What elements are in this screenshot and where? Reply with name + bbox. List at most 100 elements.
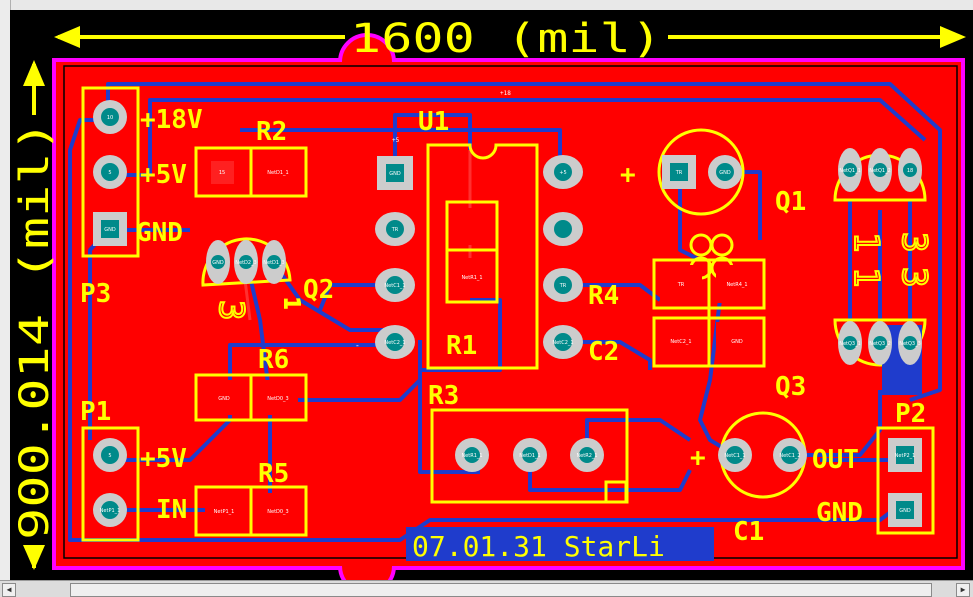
svg-text:NetR4_1: NetR4_1 (726, 282, 747, 288)
svg-text:NetD0_3: NetD0_3 (267, 509, 289, 515)
u1-designator: U1 (418, 107, 449, 137)
p3-designator: P3 (80, 279, 111, 309)
p1-designator: P1 (80, 397, 111, 427)
svg-text:NetC2_1: NetC2_1 (384, 340, 405, 346)
q3-pads[interactable]: NetQ3_1 NetQ3_2 NetQ3_3 (838, 321, 922, 395)
r4-pads[interactable]: TR NetR4_1 (660, 265, 758, 303)
svg-text:GND: GND (218, 396, 230, 402)
svg-text:TR: TR (675, 170, 683, 176)
p2-designator: P2 (895, 399, 926, 429)
q2-designator: Q2 (303, 275, 334, 305)
dimension-height: 900.014 (mil) (12, 60, 58, 570)
c1-plus: + (690, 443, 706, 473)
svg-text:NetC1_1: NetC1_1 (384, 283, 405, 289)
q1-designator: Q1 (775, 187, 806, 217)
r5-designator: R5 (258, 459, 289, 489)
r6-pads[interactable]: GND NetD0_3 (205, 380, 298, 415)
c3-pads[interactable]: TR GND (662, 155, 742, 189)
svg-text:NetC1_2: NetC1_2 (779, 453, 800, 459)
r1-designator: R1 (446, 331, 477, 361)
svg-text:NetR1_1: NetR1_1 (461, 275, 482, 281)
svg-text:NetQ1_2: NetQ1_2 (869, 168, 891, 174)
net-tag-5: +5 (392, 137, 400, 144)
q3-designator: Q3 (775, 372, 806, 402)
q1-pin-3: 3 (894, 232, 934, 252)
p1-label-5v: +5V (140, 444, 187, 474)
net-tag-minus: - (355, 341, 360, 350)
svg-text:NetD2_3: NetD2_3 (235, 260, 257, 266)
p2-label-gnd: GND (816, 498, 863, 528)
svg-text:NetP1_1: NetP1_1 (100, 508, 121, 514)
p3-label-gnd: GND (136, 218, 183, 248)
svg-text:TR: TR (391, 227, 399, 233)
svg-text:NetP1_1: NetP1_1 (214, 509, 235, 515)
svg-text:NetD0_3: NetD0_3 (267, 396, 289, 402)
svg-text:GND: GND (104, 227, 116, 233)
c2-pads[interactable]: NetC2_1 GND (660, 322, 758, 360)
svg-text:NetC2_1: NetC2_1 (552, 340, 573, 346)
toolbar-strip (0, 0, 973, 10)
p1-label-in: IN (156, 495, 187, 525)
r6-designator: R6 (258, 345, 289, 375)
svg-text:+5: +5 (559, 170, 566, 176)
p2-pads[interactable]: NetP2_1 GND (888, 438, 922, 527)
q1-pin-1: 1 (846, 232, 886, 252)
svg-text:GND: GND (719, 170, 731, 176)
svg-text:5: 5 (108, 453, 111, 459)
width-dimension-text: 1600 (mil) (350, 16, 662, 62)
svg-text:NetQ3_1: NetQ3_1 (839, 341, 861, 347)
svg-text:GND: GND (212, 260, 224, 266)
svg-text:5: 5 (108, 170, 111, 176)
q3-pin-3: 3 (894, 267, 934, 287)
svg-text:NetR2_1: NetR2_1 (576, 453, 597, 459)
r3-pads[interactable]: NetR1_1 NetD1_1 NetR2_1 (455, 438, 604, 472)
svg-text:NetD1_1: NetD1_1 (267, 170, 289, 176)
r2-pads[interactable]: 15 NetD1_1 (205, 155, 298, 190)
mount-hole-bottom (338, 565, 396, 595)
svg-text:NetC2_1: NetC2_1 (670, 339, 691, 345)
pcb-drawing[interactable]: 10 5 GND 5 NetP1_1 NetP2_1 GND 15 NetD1_… (10, 10, 973, 595)
svg-text:NetQ3_3: NetQ3_3 (899, 341, 921, 347)
u1-pads[interactable]: GND TR NetC1_1 NetC2_1 +5 TR NetC2_1 (375, 155, 583, 359)
p3-label-18v: +18V (140, 105, 203, 135)
svg-text:NetQ3_2: NetQ3_2 (869, 341, 891, 347)
p2-label-out: OUT (812, 445, 859, 475)
svg-text:GND: GND (899, 508, 911, 514)
c3-plus: + (620, 160, 636, 190)
board-outline (52, 58, 965, 570)
q2-pin-1: 1 (280, 297, 304, 309)
svg-text:10: 10 (107, 115, 113, 121)
scrollbar-thumb[interactable] (70, 583, 932, 597)
svg-text:15: 15 (219, 170, 225, 176)
mount-hole-top (338, 33, 396, 63)
svg-text:NetQ1_1: NetQ1_1 (839, 168, 861, 174)
dimension-width: 1600 (mil) (54, 16, 966, 62)
svg-text:NetR1_1: NetR1_1 (461, 453, 482, 459)
svg-text:18: 18 (907, 168, 913, 174)
svg-text:GND: GND (731, 339, 743, 345)
p1-pads[interactable]: 5 NetP1_1 (93, 438, 127, 527)
footer-label-bg (406, 527, 714, 561)
q2-pin-3: 3 (211, 300, 251, 320)
svg-text:TR: TR (677, 282, 685, 288)
c2-designator: C2 (588, 337, 619, 367)
horizontal-scrollbar[interactable]: ◀ ▶ (0, 580, 973, 597)
svg-text:NetP2_1: NetP2_1 (895, 453, 916, 459)
q2-pads[interactable]: GND NetD2_3 NetD1_3 (206, 240, 286, 284)
r5-pads[interactable]: NetP1_1 NetD0_3 (205, 493, 298, 528)
scroll-left-icon[interactable]: ◀ (2, 583, 16, 597)
scroll-right-icon[interactable]: ▶ (956, 583, 970, 597)
height-dimension-text: 900.014 (mil) (12, 120, 58, 540)
c1-designator: C1 (733, 517, 764, 547)
bottom-traces (68, 82, 942, 542)
svg-text:NetD1_1: NetD1_1 (519, 453, 541, 459)
q3-pin-1: 1 (846, 267, 886, 287)
p3-pads[interactable]: 10 5 GND (93, 100, 127, 246)
svg-text:NetD1_3: NetD1_3 (263, 260, 285, 266)
footer-label: 07.01.31 StarLi (412, 530, 665, 563)
r1-pads[interactable]: NetR1_1 (453, 208, 491, 296)
q1-pads[interactable]: NetQ1_1 NetQ1_2 18 (838, 148, 922, 192)
c1-pads[interactable]: NetC1_1 NetC1_2 (718, 438, 807, 472)
pcb-canvas[interactable]: 10 5 GND 5 NetP1_1 NetP2_1 GND 15 NetD1_… (10, 10, 973, 595)
net-tag-18: +18 (500, 90, 511, 97)
